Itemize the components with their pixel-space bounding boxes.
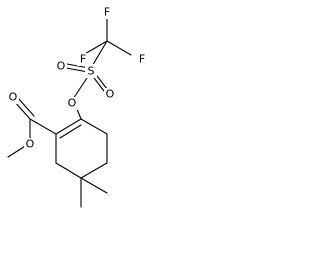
atom-f-left-label: F xyxy=(80,53,86,66)
bond-c-f-right xyxy=(106,40,132,56)
molecule-structure: F F F S O O O O O xyxy=(7,5,148,208)
bond-c1-c6 xyxy=(80,118,108,135)
atom-o-sulfonyl-right: O xyxy=(104,88,116,101)
bond-c4-me-right xyxy=(80,177,108,194)
structure-diagram: F F F S O O O O O xyxy=(7,5,148,208)
atom-o-sulfonyl-left-label: O xyxy=(57,60,66,73)
atom-o-carbonyl: O xyxy=(7,91,19,104)
bond-s-o-left-b xyxy=(65,67,89,73)
atom-o-ester: O xyxy=(24,138,36,151)
bond-c4-c3 xyxy=(55,162,82,179)
atom-o-sulfonyl-left: O xyxy=(55,60,67,73)
atom-o-ester-label: O xyxy=(26,138,35,151)
bond-c-s xyxy=(90,40,108,69)
atom-f-top-label: F xyxy=(104,6,110,19)
atom-f-top: F xyxy=(101,6,113,19)
atom-s: S xyxy=(85,64,97,78)
bond-c2-c1-a xyxy=(55,118,82,135)
atom-o-triflate-label: O xyxy=(68,97,77,110)
atom-o-carbonyl-label: O xyxy=(9,91,18,104)
bond-c5-c4 xyxy=(80,162,108,179)
atom-f-left: F xyxy=(77,53,89,66)
atom-f-right: F xyxy=(136,53,148,66)
bond-c2-c1-b xyxy=(59,124,82,139)
atom-o-triflate: O xyxy=(66,97,78,110)
atom-o-sulfonyl-right-label: O xyxy=(106,88,115,101)
bond-c-f-left xyxy=(82,40,108,56)
bond-c2-cester xyxy=(29,118,57,135)
atom-f-right-label: F xyxy=(139,53,145,66)
atom-s-label: S xyxy=(88,65,95,78)
bond-cester-o-carbonyl-b xyxy=(17,97,35,117)
